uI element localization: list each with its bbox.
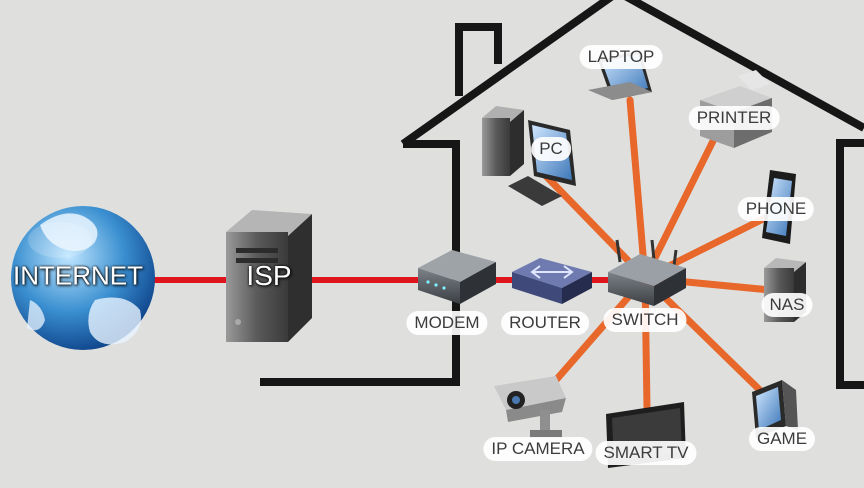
- modem-icon: [418, 250, 496, 304]
- printer-label: PRINTER: [688, 106, 780, 130]
- game-console-icon: [752, 380, 798, 438]
- isp-label: ISP: [246, 260, 292, 291]
- nas-label: NAS: [761, 293, 813, 317]
- game-label: GAME: [748, 427, 816, 451]
- modem-label: MODEM: [406, 311, 488, 335]
- isp-server-icon: [226, 210, 312, 342]
- switch-label: SWITCH: [603, 308, 687, 332]
- internet-label: INTERNET: [13, 260, 143, 291]
- ip-camera-label: IP CAMERA: [483, 437, 593, 461]
- ip-camera-icon: [494, 376, 566, 438]
- globe-icon: [11, 206, 155, 350]
- laptop-label: LAPTOP: [579, 45, 663, 69]
- router-icon: [512, 258, 592, 304]
- phone-label: PHONE: [737, 197, 815, 221]
- router-label: ROUTER: [501, 311, 589, 335]
- pc-label: PC: [531, 137, 571, 161]
- smart-tv-label: SMART TV: [595, 441, 697, 465]
- switch-icon: [608, 239, 686, 306]
